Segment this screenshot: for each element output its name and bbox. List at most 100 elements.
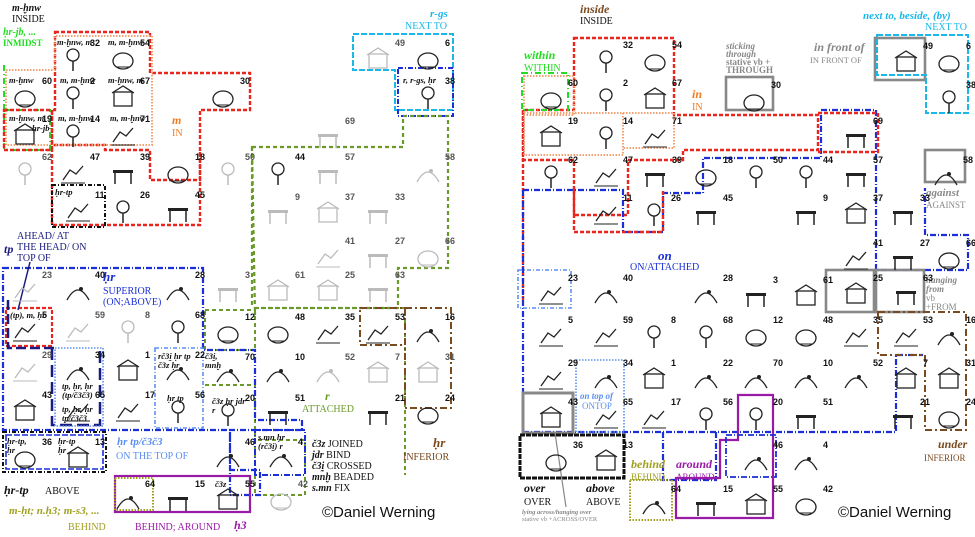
picture-59-icon [591,323,621,349]
picture-number: 66 [966,238,975,248]
picture-number: 5 [568,315,574,325]
copyright-text: ©Daniel Werning [322,504,436,521]
picture-number: 64 [671,484,682,494]
annotation: rč3ḭ ḥr tp č3z ḥr [158,351,191,370]
picture-number: 3 [245,270,251,280]
label-around-eg: around [676,457,713,471]
picture-12-icon [741,323,771,349]
picture-16-icon [413,320,443,346]
picture-number: 62 [42,152,53,162]
picture-46-icon [741,448,771,474]
egyptian-prepositions-panel: m-ḫnw INSIDE ḥr-jb, ... INMIDST m IN r-g… [0,0,487,537]
label-under-en: INFERIOR [924,453,966,463]
region-inside-outline [521,36,820,217]
annotation: m-ḫnw, m, [9,113,47,123]
picture-12-icon [213,320,243,346]
label-hanging-3: vb [926,293,935,303]
picture-number: 56 [195,390,206,400]
picture-number: 67 [672,78,683,88]
picture-number: 60 [42,76,53,86]
picture-55-icon [213,487,243,513]
label-ontopof-en: ONTOP [582,401,612,411]
picture-number: 61 [295,270,306,280]
legend-gloss: CROSSED [326,461,372,472]
picture-40-icon [63,278,93,304]
picture-71-icon [108,122,138,148]
picture-53-icon [891,323,921,349]
picture-number: 32 [90,38,101,48]
picture-number: 57 [873,155,884,165]
legend-item: mnḫ BEADED [312,472,374,483]
picture-3-icon [213,278,243,304]
picture-3-icon [741,283,771,309]
picture-18-icon [691,163,721,189]
picture-number: 67 [140,76,151,86]
picture-13-icon [591,448,621,474]
label-over-en: OVER [524,497,552,508]
picture-14-icon [58,122,88,148]
picture-number: 53 [923,315,934,325]
picture-number: 64 [145,479,156,489]
label-ontopof-en: ON THE TOP OF [116,451,189,462]
picture-6-icon [413,46,443,72]
label-through-4: THROUGH [726,65,774,75]
label-within-eg: within [524,48,556,62]
picture-70-icon [741,366,771,392]
picture-number: 53 [395,312,406,322]
picture-number: 49 [395,38,406,48]
annotation: m, m-ḫnw [58,113,94,123]
picture-number: 6 [445,38,451,48]
annotation: ḥr-tp ḥr [58,436,76,455]
label-hanging-1: hanging [926,275,958,285]
picture-number: 19 [568,116,579,126]
picture-61-icon [263,278,293,304]
label-inferior-eg: ḥr [433,435,446,450]
picture-number: 25 [345,270,356,280]
picture-number: 34 [95,350,106,360]
picture-51-icon [263,401,293,427]
picture-number: 13 [95,437,106,447]
annotation: m, m-ḫnw [108,37,144,47]
picture-27-icon [363,244,393,270]
label-superior-eg: ḥr [103,269,116,284]
legend-item: č3z JOINED [312,439,374,450]
picture-40-icon [591,281,621,307]
picture-number: 47 [90,152,101,162]
picture-number: 45 [723,193,734,203]
picture-number: 45 [195,190,206,200]
picture-number: 42 [298,479,309,489]
picture-number: 40 [95,270,106,280]
picture-68-icon [163,318,193,344]
picture-25-icon [841,281,871,307]
picture-number: 50 [773,155,784,165]
picture-11-icon [591,201,621,227]
label-lying-2: stative vb +ACROSS/OVER [522,516,598,523]
picture-number: 68 [723,315,734,325]
picture-38-icon [413,84,443,110]
picture-number: 21 [395,393,406,403]
picture-48-icon [263,320,293,346]
picture-43-icon [536,405,566,431]
legend: č3z JOINED jdr BIND č3ḭ CROSSED mnḫ BEAD… [312,439,374,494]
legend-gloss: FIX [334,483,351,494]
picture-number: 48 [823,315,834,325]
picture-14-icon [591,124,621,150]
picture-number: 10 [823,358,834,368]
label-inside-en: INSIDE [580,16,613,27]
label-around-en: BEHIND; AROUND [135,522,221,533]
annotation: ḥr-jb [32,123,50,133]
picture-65-icon [63,398,93,424]
picture-45-icon [691,201,721,227]
picture-number: 69 [873,116,884,126]
label-through-1: sticking [726,41,756,51]
picture-10-icon [791,366,821,392]
picture-number: 1 [145,350,151,360]
picture-number: 31 [445,352,456,362]
picture-number: 46 [773,440,784,450]
label-inmidst-eg: ḥr-jb, ... [3,27,37,38]
picture-number: 28 [195,270,206,280]
picture-33-icon [888,201,918,227]
picture-number: 57 [345,152,356,162]
picture-45-icon [163,198,193,224]
picture-number: 25 [873,273,884,283]
